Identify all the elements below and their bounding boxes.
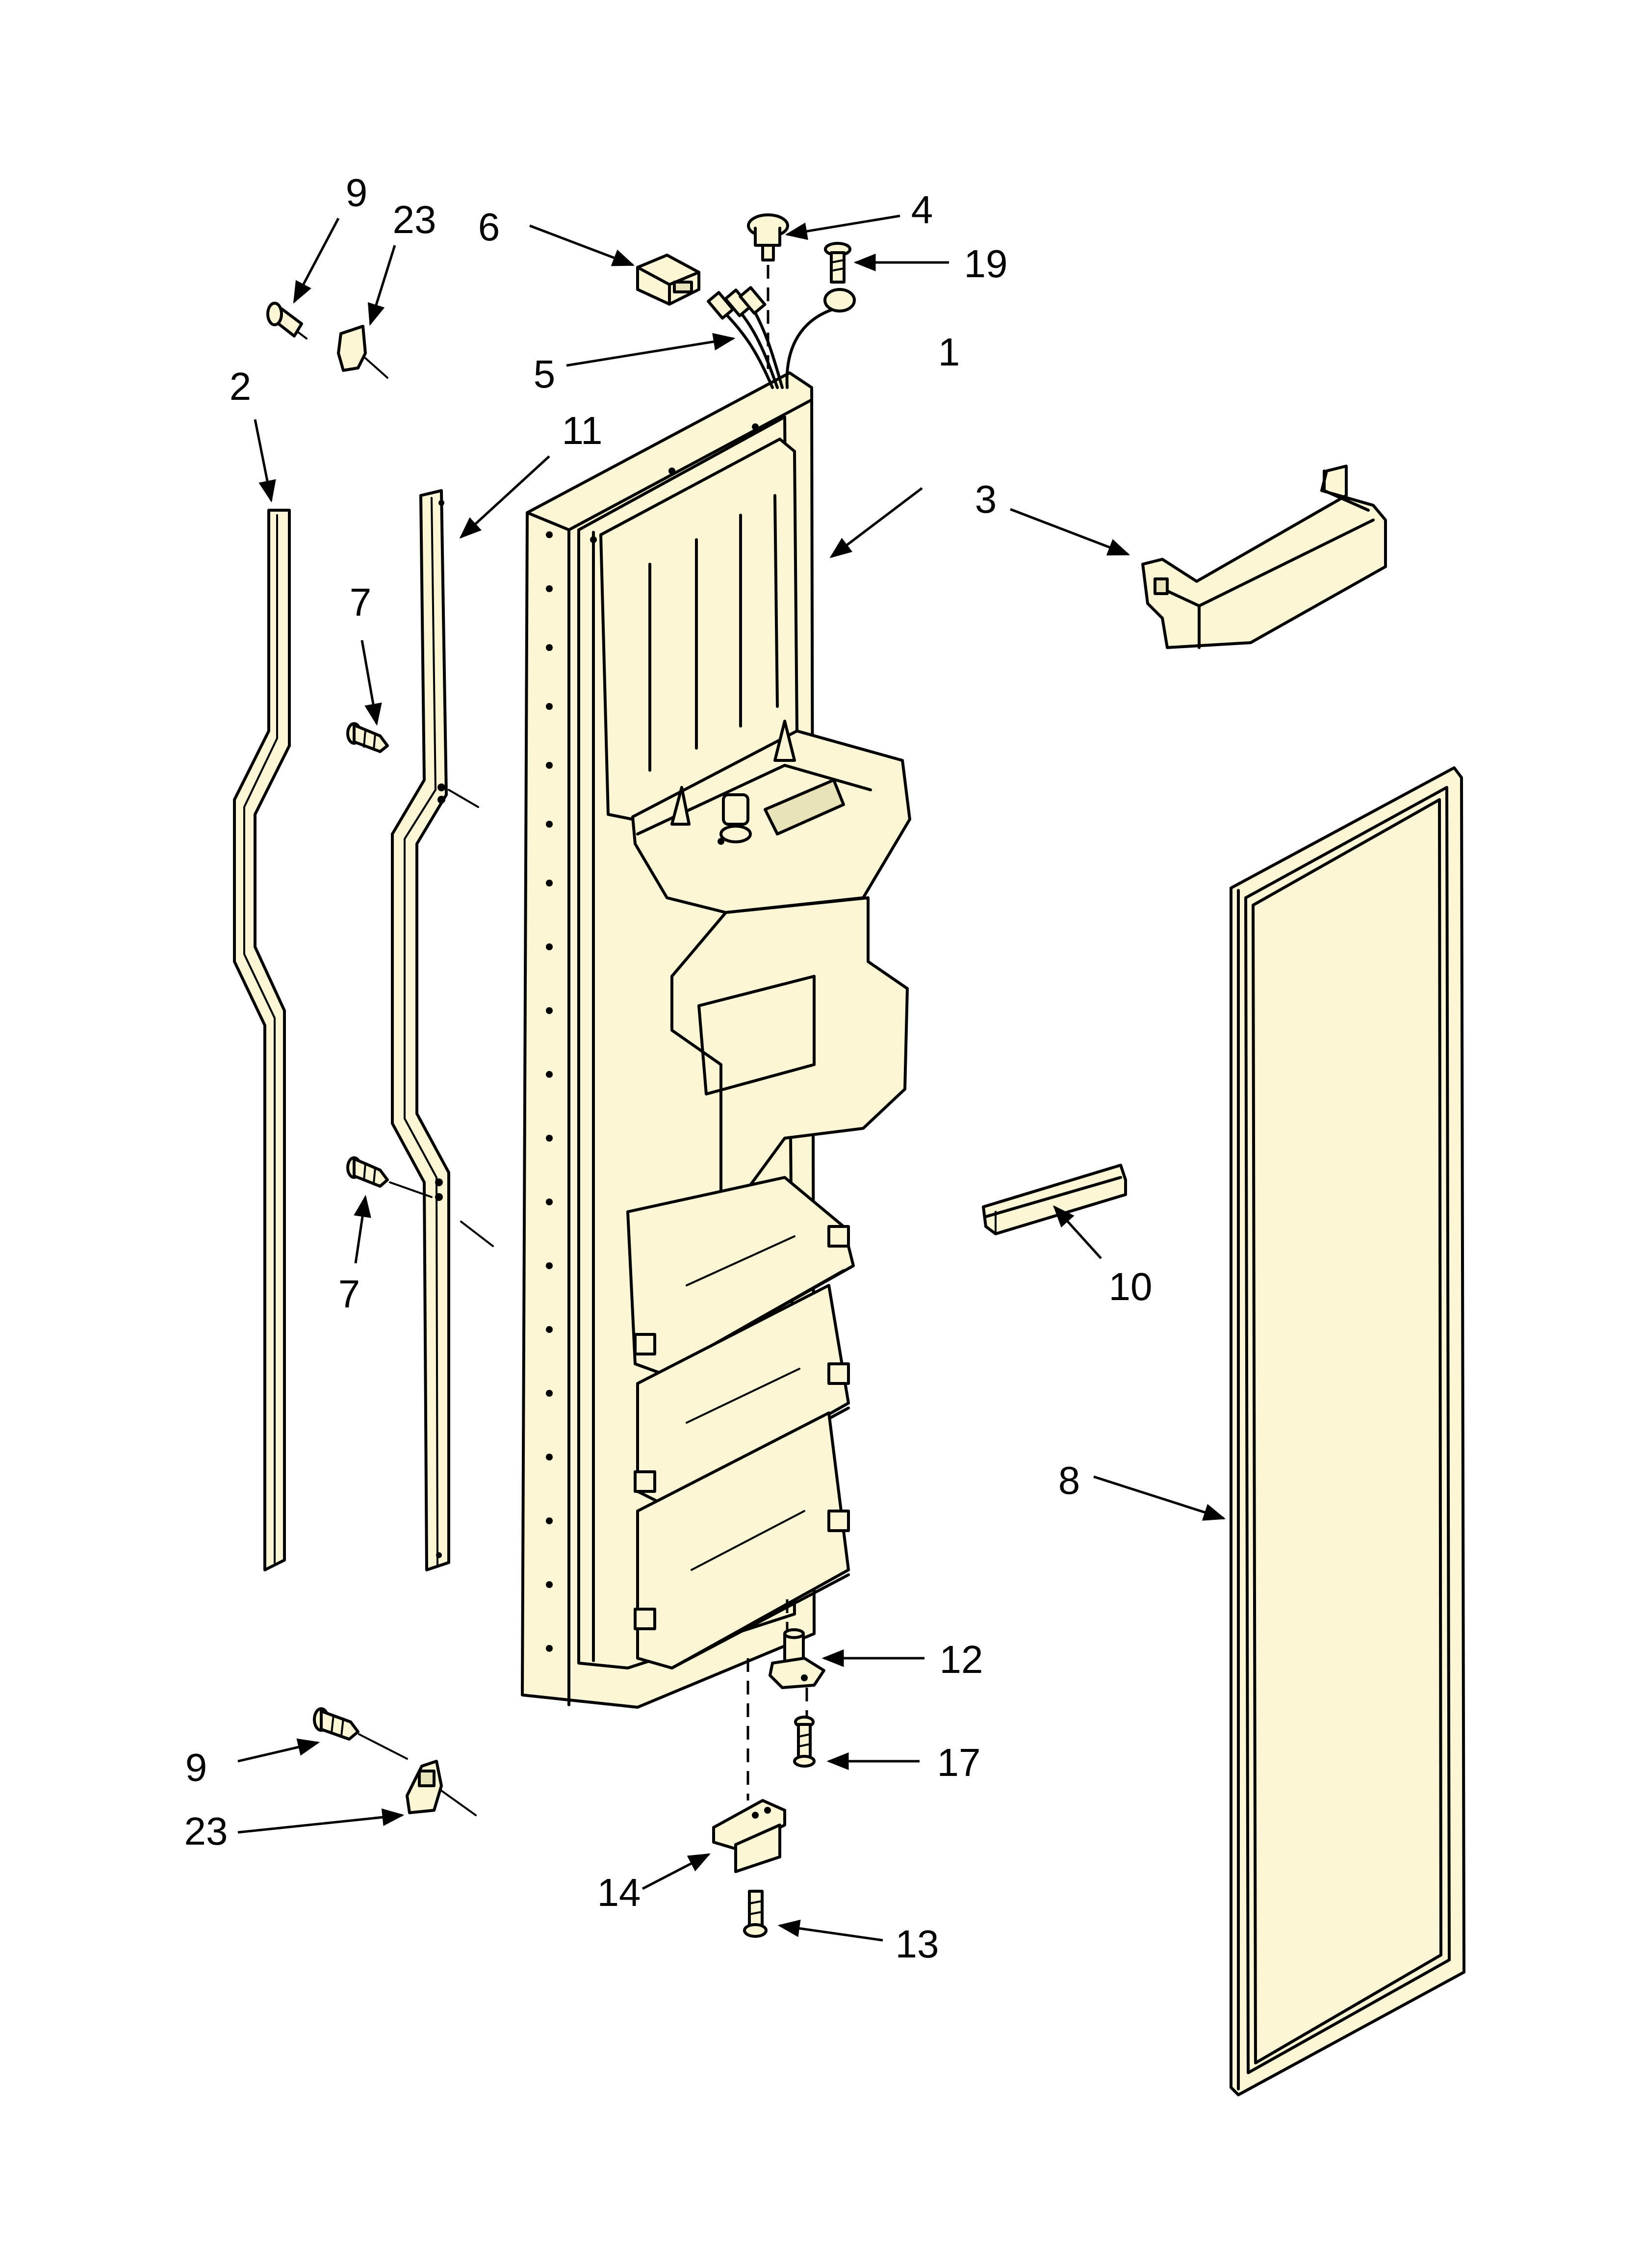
leader-3: [1010, 508, 1130, 556]
door-gasket-8: [1230, 766, 1465, 2096]
leader-11: [459, 455, 550, 539]
callout-5: 5: [534, 352, 556, 396]
callout-labels: 1 2 3 4 5 6 7 7 8 9 9 10 11 12 13 14 17 …: [184, 171, 1153, 1966]
callout-11: 11: [562, 409, 602, 452]
leader-1: [829, 487, 923, 558]
callout-10: 10: [1109, 1265, 1153, 1308]
callout-23-lower: 23: [184, 1809, 228, 1853]
plug-4: [747, 213, 789, 373]
trim-strip-10: [982, 1164, 1127, 1235]
leader-13: [777, 1919, 883, 1942]
dispenser-valve: [718, 793, 752, 845]
callout-4: 4: [911, 188, 933, 232]
screw-13: [743, 1890, 768, 1938]
leader-9b: [237, 1738, 320, 1763]
door-assembly-1: [521, 371, 911, 1709]
callout-9-upper: 9: [346, 171, 368, 214]
callout-7-lower: 7: [338, 1272, 360, 1316]
leader-23a: [367, 245, 396, 326]
door-bin-3: [1141, 465, 1387, 649]
screw-7-lower: [346, 1156, 433, 1198]
screw-19: [824, 242, 851, 284]
bottom-screw-9: [313, 1707, 408, 1760]
leader-14: [641, 1853, 711, 1890]
top-hinge-cover-23: [337, 325, 388, 379]
callout-1: 1: [938, 330, 960, 374]
callout-3: 3: [975, 477, 997, 521]
leader-9a: [293, 217, 340, 304]
leader-7a: [360, 640, 382, 726]
bottom-hinge-cover-23: [406, 1760, 477, 1816]
leader-7b: [354, 1195, 371, 1264]
callout-2: 2: [230, 365, 252, 408]
callout-7-upper: 7: [350, 580, 372, 624]
callout-12: 12: [940, 1638, 983, 1681]
leader-8: [1093, 1475, 1226, 1521]
wire-harness-5: [707, 286, 856, 389]
callout-8: 8: [1058, 1459, 1080, 1502]
top-screw-9: [266, 302, 308, 339]
screw-17: [793, 1716, 816, 1768]
handle-bar-11: [391, 489, 494, 1571]
leader-lines: [237, 214, 1226, 1942]
door-screw-holes: [546, 423, 759, 1652]
leader-5: [566, 333, 736, 367]
callout-23-upper: 23: [393, 198, 436, 241]
leader-23b: [237, 1808, 405, 1834]
connector-6: [636, 254, 700, 306]
leader-6: [529, 224, 635, 266]
door-shelves: [626, 1176, 855, 1669]
callout-13: 13: [896, 1922, 939, 1966]
screw-7-upper: [346, 722, 389, 753]
callout-6: 6: [478, 205, 500, 249]
hinge-pin-12: [769, 1599, 825, 1717]
leader-10: [1052, 1205, 1102, 1259]
callout-17: 17: [937, 1741, 981, 1784]
bottom-hinge-14: [712, 1658, 786, 1873]
door-trim-strip-2: [233, 509, 291, 1571]
callout-14: 14: [597, 1871, 641, 1914]
callout-9-lower: 9: [185, 1746, 207, 1789]
leader-4: [785, 214, 900, 240]
callout-19: 19: [964, 242, 1008, 286]
leader-2: [254, 419, 276, 503]
